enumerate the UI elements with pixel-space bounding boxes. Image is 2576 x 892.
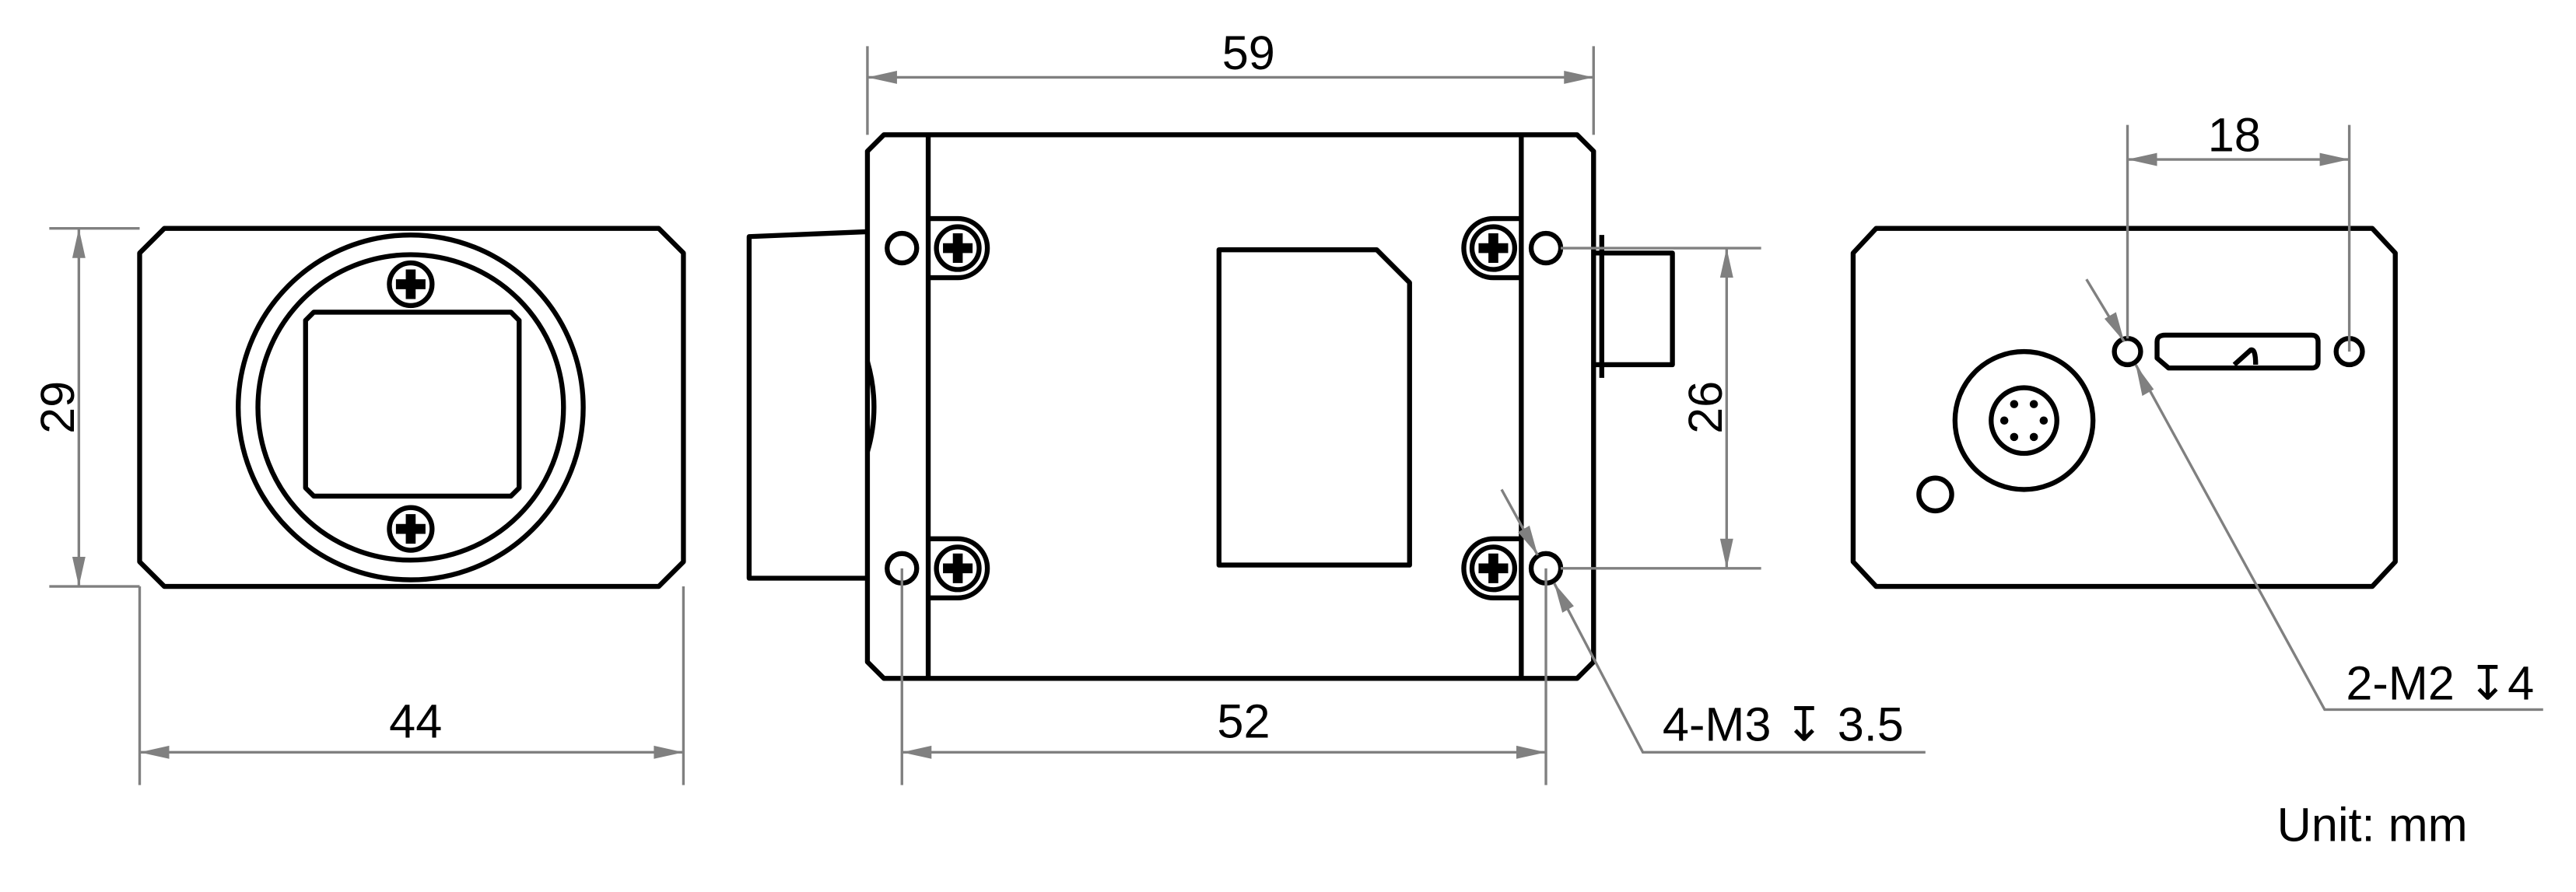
dimension-29-label: 29 xyxy=(31,381,84,434)
screw-icon xyxy=(389,508,432,551)
screw-icon xyxy=(1472,547,1515,589)
m3-hole-callout: 4-M3 ↧ 3.5 xyxy=(1663,698,1904,751)
status-led xyxy=(1916,475,1954,514)
mount-hole xyxy=(1528,230,1564,266)
unit-label: Unit: mm xyxy=(2277,798,2468,851)
usb-port xyxy=(2154,332,2321,371)
mount-hole xyxy=(2112,336,2143,368)
front-view: 29 44 xyxy=(31,226,686,785)
sensor-window xyxy=(303,310,522,499)
dimension-18-label: 18 xyxy=(2208,108,2261,161)
screw-icon xyxy=(937,227,980,270)
dimension-52-label: 52 xyxy=(1217,694,1270,747)
side-body-outline xyxy=(864,132,1596,681)
screw-icon xyxy=(1472,227,1515,270)
screw-icon xyxy=(389,263,432,306)
side-connector xyxy=(1593,235,1675,378)
dimension-26-label: 26 xyxy=(1679,381,1732,434)
power-io-connector xyxy=(1952,348,2096,492)
front-body-outline xyxy=(137,226,686,589)
dimension-59-label: 59 xyxy=(1222,26,1275,79)
screw-icon xyxy=(937,547,980,589)
label-plate xyxy=(1216,247,1412,568)
m2-hole-callout: 2-M2 ↧4 xyxy=(2346,657,2534,710)
lens-holder-outline xyxy=(746,229,877,581)
rear-view: 18 2-M2 ↧4 xyxy=(1850,108,2543,712)
side-view: 59 52 26 4-M3 ↧ 3.5 xyxy=(746,26,1926,785)
rear-body-outline xyxy=(1850,226,2398,589)
lens-mount-inner-ring xyxy=(255,252,566,563)
dimension-44-label: 44 xyxy=(389,694,442,747)
lens-mount-outer-ring xyxy=(236,232,586,582)
mount-hole xyxy=(885,230,920,266)
